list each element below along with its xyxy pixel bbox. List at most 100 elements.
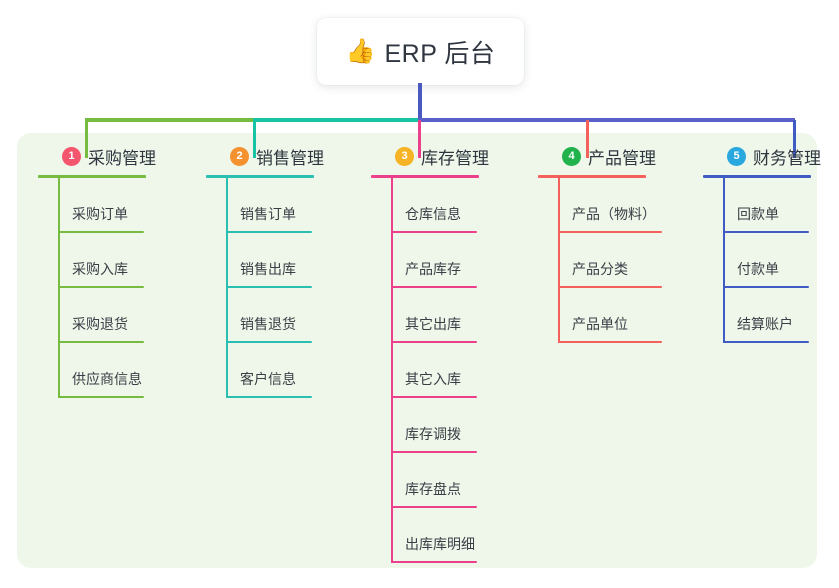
leaf-node[interactable]: 销售订单 [226,178,324,233]
leaf-node-rule [391,561,477,563]
column-title-product: 产品管理 [588,148,656,168]
leaf-node-label: 库存盘点 [405,481,461,497]
leaf-node[interactable]: 产品单位 [558,288,662,343]
bus-segment-blue [418,118,795,122]
leaf-node-rule [391,451,477,453]
column-items-purchasing: 采购订单采购入库采购退货供应商信息 [38,178,156,398]
leaf-node-rule [58,341,144,343]
column-header-product[interactable]: 4 产品管理 [538,144,656,168]
diagram-background-panel [17,133,817,568]
column-purchasing: 1 采购管理采购订单采购入库采购退货供应商信息 [38,144,156,398]
leaf-node-rule [226,341,312,343]
column-header-rule [371,175,479,178]
leaf-node[interactable]: 仓库信息 [391,178,489,233]
column-spine-line [58,178,60,398]
leaf-node[interactable]: 产品库存 [391,233,489,288]
leaf-node[interactable]: 出库库明细 [391,508,489,563]
leaf-node-rule [226,396,312,398]
leaf-node[interactable]: 回款单 [723,178,821,233]
drop-line-inventory [418,120,421,158]
number-badge-icon: 1 [62,146,81,166]
leaf-node[interactable]: 库存盘点 [391,453,489,508]
leaf-node-label: 产品分类 [572,261,628,277]
leaf-node-label: 采购退货 [72,316,128,332]
leaf-node-label: 销售订单 [240,206,296,222]
column-spine-line [723,178,725,343]
column-header-rule [703,175,811,178]
leaf-node-label: 销售退货 [240,316,296,332]
root-stem-line [418,83,422,122]
column-items-product: 产品（物料） 产品分类产品单位 [538,178,662,343]
leaf-node-label: 付款单 [737,261,779,277]
leaf-node-rule [723,341,809,343]
leaf-node[interactable]: 其它出库 [391,288,489,343]
leaf-node-label: 仓库信息 [405,206,461,222]
leaf-node-label: 采购入库 [72,261,128,277]
drop-line-purchasing [85,120,88,158]
leaf-node-rule [58,396,144,398]
bus-segment-green [85,118,255,122]
thumbs-up-icon: 👍 [345,38,376,65]
leaf-node-rule [226,286,312,288]
leaf-node-label: 其它入库 [405,371,461,387]
leaf-node-label: 结算账户 [737,316,793,332]
column-title-purchasing: 采购管理 [88,148,156,168]
column-header-rule [206,175,314,178]
drop-line-sales [253,120,256,158]
leaf-node[interactable]: 付款单 [723,233,821,288]
leaf-node[interactable]: 销售出库 [226,233,324,288]
leaf-node[interactable]: 销售退货 [226,288,324,343]
column-spine-line [391,178,393,563]
leaf-node-rule [226,231,312,233]
leaf-node[interactable]: 客户信息 [226,343,324,398]
number-badge-icon: 2 [230,146,249,166]
root-node[interactable]: 👍 ERP 后台 [317,18,524,85]
column-spine-line [226,178,228,398]
leaf-node-rule [391,231,477,233]
leaf-node-rule [391,506,477,508]
leaf-node-label: 库存调拨 [405,426,461,442]
drop-line-finance [793,120,796,158]
leaf-node-rule [391,396,477,398]
leaf-node[interactable]: 采购入库 [58,233,156,288]
leaf-node-label: 采购订单 [72,206,128,222]
column-header-rule [538,175,646,178]
leaf-node-rule [558,286,662,288]
column-header-rule [38,175,146,178]
leaf-node[interactable]: 产品分类 [558,233,662,288]
leaf-node[interactable]: 其它入库 [391,343,489,398]
root-node-label: ERP 后台 [384,39,496,68]
leaf-node-rule [558,341,662,343]
bus-segment-teal [253,118,420,122]
number-badge-icon: 4 [562,146,581,166]
leaf-node[interactable]: 结算账户 [723,288,821,343]
leaf-node-rule [58,286,144,288]
leaf-node-rule [558,231,662,233]
column-items-inventory: 仓库信息产品库存其它出库其它入库库存调拨库存盘点出库库明细 [371,178,489,563]
leaf-node[interactable]: 供应商信息 [58,343,156,398]
column-product: 4 产品管理产品（物料） 产品分类产品单位 [538,144,662,343]
leaf-node[interactable]: 采购订单 [58,178,156,233]
leaf-node-label: 供应商信息 [72,371,142,387]
leaf-node[interactable]: 产品（物料） [558,178,662,233]
column-header-purchasing[interactable]: 1 采购管理 [38,144,156,168]
leaf-node-label: 客户信息 [240,371,296,387]
leaf-node-label: 产品单位 [572,316,628,332]
leaf-node-label: 产品库存 [405,261,461,277]
leaf-node[interactable]: 库存调拨 [391,398,489,453]
number-badge-icon: 3 [395,146,414,166]
column-title-finance: 财务管理 [753,148,821,168]
leaf-node-rule [391,341,477,343]
leaf-node-rule [58,231,144,233]
leaf-node-rule [723,231,809,233]
leaf-node-label: 销售出库 [240,261,296,277]
leaf-node-label: 产品（物料） [572,206,656,222]
leaf-node[interactable]: 采购退货 [58,288,156,343]
